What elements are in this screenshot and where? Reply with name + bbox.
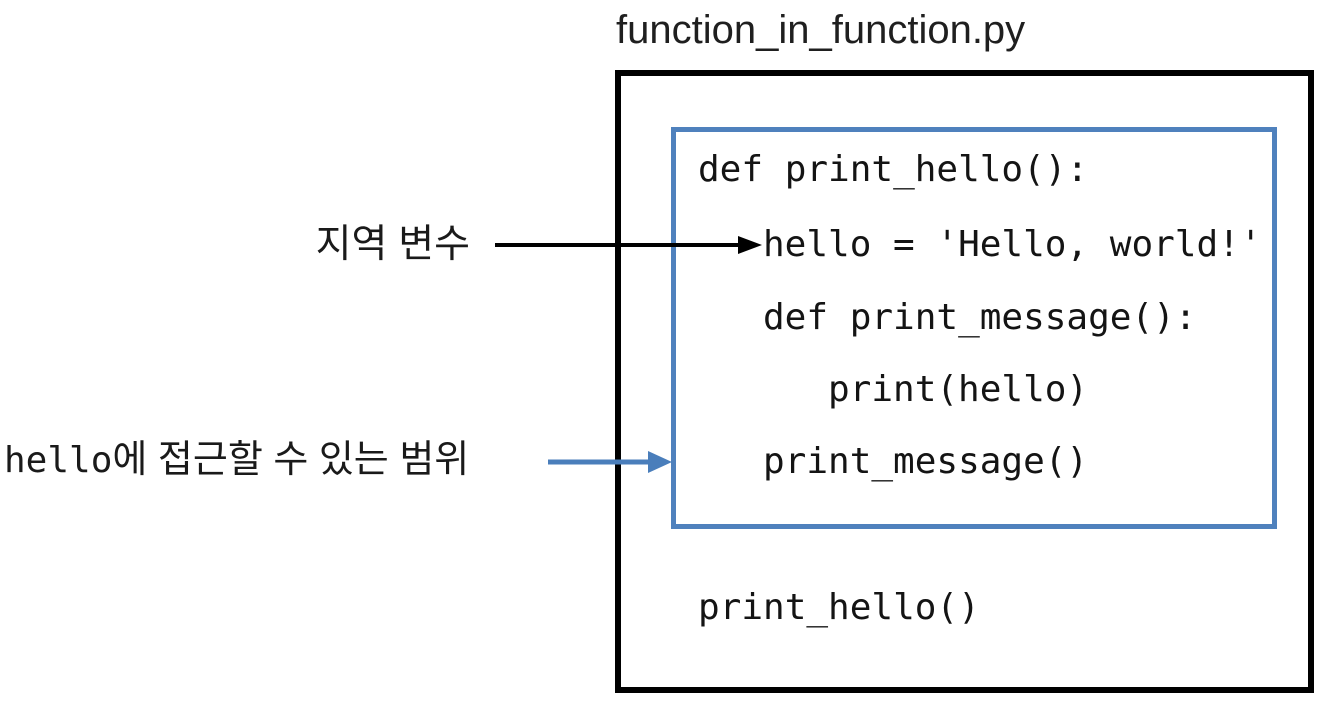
code-line-print-message-call: print_message() xyxy=(763,441,1089,482)
code-line-print-hello-call: print_hello() xyxy=(698,587,980,628)
file-title: function_in_function.py xyxy=(616,8,1026,52)
scope-label-code-part: hello xyxy=(4,440,113,481)
hello-scope-box xyxy=(671,127,1277,529)
code-line-hello-assignment: hello = 'Hello, world!' xyxy=(763,224,1262,265)
file-scope-box xyxy=(615,70,1314,693)
scope-label-text-part: 에 접근할 수 있는 범위 xyxy=(112,439,470,481)
code-line-print-hello-var: print(hello) xyxy=(828,369,1089,410)
local-variable-label: 지역 변수 xyxy=(315,223,470,266)
code-line-def-print-hello: def print_hello(): xyxy=(698,149,1089,190)
code-line-def-print-message: def print_message(): xyxy=(763,297,1197,338)
scope-label: hello에 접근할 수 있는 범위 xyxy=(4,436,469,485)
